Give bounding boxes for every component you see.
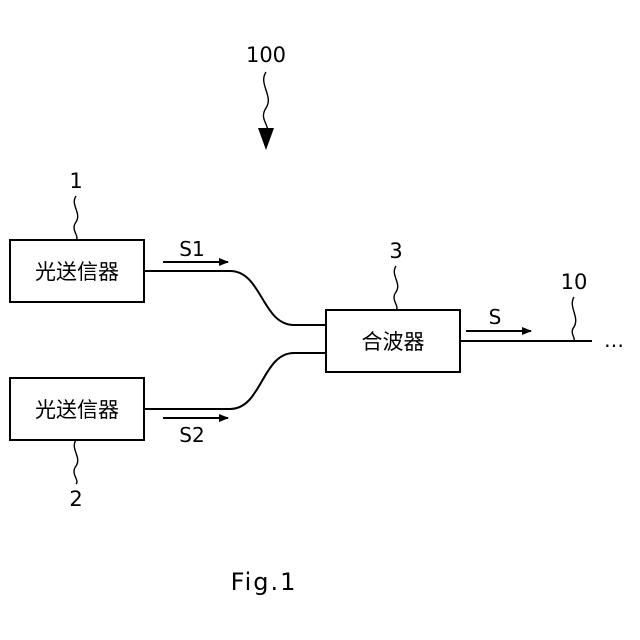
transmitter-1-leader-line [74,196,78,240]
figure-caption: Fig.1 [231,568,298,596]
combiner-label: 合波器 [362,330,425,354]
transmitter-1-label: 光送信器 [35,260,119,284]
combiner-leader-line [394,266,398,310]
fiber-ref-label: 10 [561,270,588,294]
system-leader-line [263,72,268,134]
fiber-s1-path [144,271,326,325]
system-pointer-arrow [258,128,274,150]
transmitter-2-label: 光送信器 [35,398,119,422]
transmitter-2-ref-label: 2 [69,487,82,511]
system-ref-label: 100 [246,43,286,67]
combiner-ref-label: 3 [389,239,402,263]
signal-s-label: S [489,305,502,329]
signal-s1-label: S1 [179,237,204,261]
transmitter-2-leader-line [74,440,78,484]
fiber-leader-line [572,297,576,341]
fiber-s2-path [144,353,326,409]
fiber-continuation-mark: … [604,328,624,352]
signal-s2-label: S2 [179,423,204,447]
transmitter-1-ref-label: 1 [69,169,82,193]
